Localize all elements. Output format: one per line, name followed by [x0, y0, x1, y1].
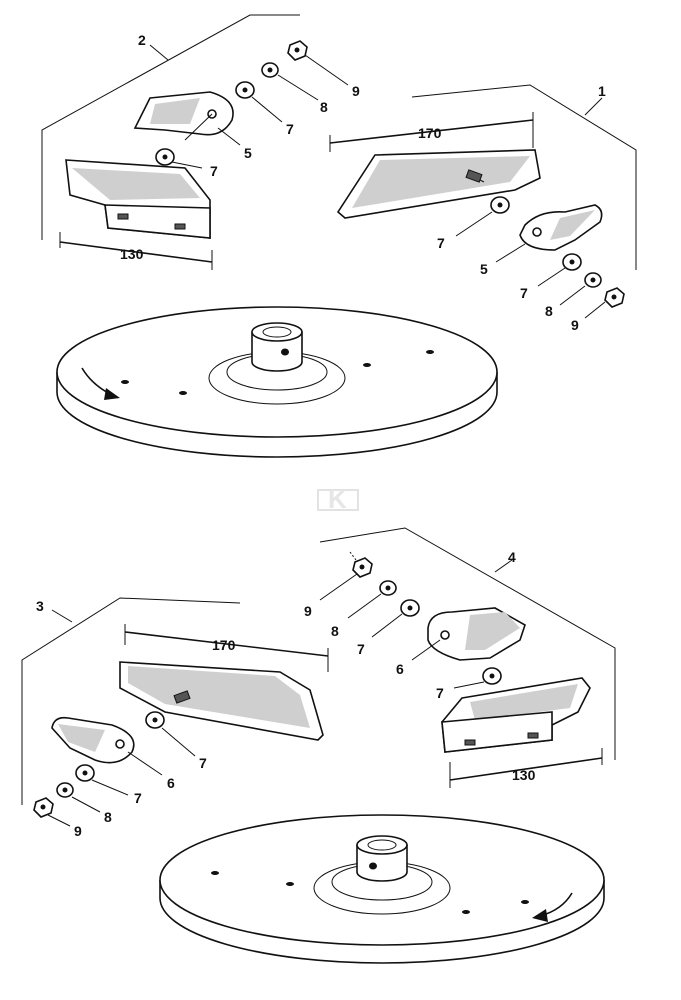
group-2-bracket — [41, 14, 300, 240]
group-3-bracket — [21, 597, 241, 805]
blade-170-bottom — [119, 661, 324, 741]
leaders-group-2 — [171, 54, 349, 169]
rotation-arrow-top — [81, 367, 120, 400]
label-7-g4b: 7 — [436, 685, 444, 701]
nut-9-group4 — [349, 551, 373, 578]
bush-7-group3 — [145, 711, 165, 729]
label-group-3: 3 — [36, 598, 44, 614]
label-group-4: 4 — [508, 549, 516, 565]
bush-7-group4 — [400, 599, 420, 617]
dim-130-bottom: 130 — [512, 767, 536, 783]
label-7-g1a: 7 — [437, 235, 445, 251]
bush-7b-group1 — [562, 253, 582, 271]
label-7-g3b: 7 — [134, 790, 142, 806]
holder-5-right — [519, 204, 603, 251]
blade-130-bottom — [441, 677, 591, 753]
label-9-g2: 9 — [352, 83, 360, 99]
rotation-arrow-bottom — [532, 892, 573, 922]
dim-130-top: 130 — [120, 246, 144, 262]
nut-9-group3 — [33, 797, 54, 818]
label-5-g2: 5 — [244, 145, 252, 161]
bush-7-group2 — [155, 148, 175, 166]
washer-8-group3 — [56, 782, 74, 798]
label-7-g3a: 7 — [199, 755, 207, 771]
group-4-bracket — [319, 527, 616, 760]
label-8-g4: 8 — [331, 623, 339, 639]
group-1-bracket — [411, 84, 637, 270]
label-8-g3: 8 — [104, 809, 112, 825]
leaders-group-3 — [47, 727, 196, 827]
washer-8-group2 — [261, 62, 279, 78]
nut-9-group2 — [287, 40, 308, 61]
bush-7b-group3 — [75, 764, 95, 782]
nut-9-group1 — [604, 287, 625, 308]
dimension-130-top — [59, 232, 213, 270]
bush-7b-group4 — [482, 667, 502, 685]
holder-6-right — [427, 607, 526, 661]
leaders-group-4 — [319, 573, 485, 689]
disc-top — [56, 306, 498, 458]
watermark-text: K — [328, 484, 347, 514]
label-6-g3: 6 — [167, 775, 175, 791]
dimension-170-bottom — [124, 624, 329, 672]
bush-7-group1 — [490, 196, 510, 214]
label-7-g2a: 7 — [286, 121, 294, 137]
bush-7b-group2 — [235, 81, 255, 99]
label-group-2: 2 — [138, 32, 146, 48]
holder-5-top — [133, 91, 234, 141]
watermark-logo: K — [317, 484, 359, 514]
label-7-g4a: 7 — [357, 641, 365, 657]
label-7-g2b: 7 — [210, 163, 218, 179]
label-9-g1: 9 — [571, 317, 579, 333]
disc-bottom — [159, 814, 605, 964]
label-7-g1b: 7 — [520, 285, 528, 301]
dim-170-top: 170 — [418, 125, 442, 141]
label-5-g1: 5 — [480, 261, 488, 277]
washer-8-group1 — [584, 272, 602, 288]
label-9-g3: 9 — [74, 823, 82, 839]
dimension-130-bottom — [449, 748, 603, 788]
blade-170-top — [336, 149, 541, 219]
label-group-1: 1 — [598, 83, 606, 99]
label-8-g2: 8 — [320, 99, 328, 115]
blade-130-top — [65, 159, 211, 239]
label-6-g4: 6 — [396, 661, 404, 677]
leaders-group-1 — [455, 211, 606, 319]
label-9-g4: 9 — [304, 603, 312, 619]
holder-6-left — [51, 716, 135, 764]
dim-170-bottom: 170 — [212, 637, 236, 653]
washer-8-group4 — [379, 580, 397, 596]
dimension-170-top — [329, 112, 534, 152]
label-8-g1: 8 — [545, 303, 553, 319]
